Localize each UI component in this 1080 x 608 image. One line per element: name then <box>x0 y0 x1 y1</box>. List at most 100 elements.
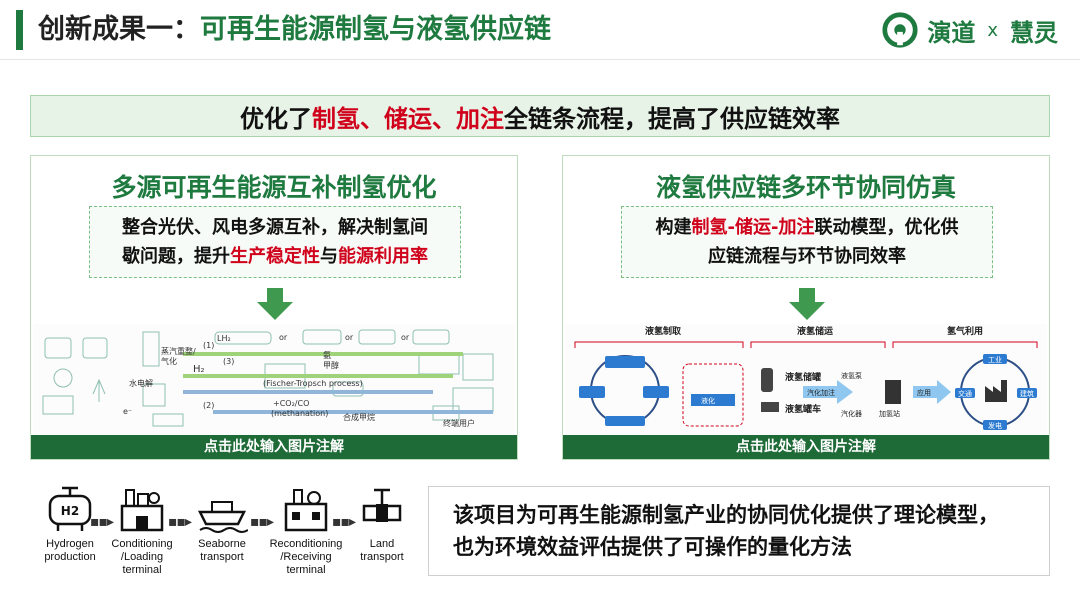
panel-title: 多源可再生能源互补制氢优化 <box>111 173 437 202</box>
down-arrow-icon <box>257 288 293 320</box>
desc-line-2: 歇问题，提升生产稳定性与能源利用率 <box>100 242 450 271</box>
conclusion-box: 该项目为可再生能源制氢产业的协同优化提供了理论模型， 也为环境效益评估提供了可操… <box>428 486 1050 576</box>
figure-label-n3: (3) <box>223 357 234 366</box>
logo-text-right: 慧灵 <box>1010 18 1058 47</box>
banner-highlight-refueling: 加注 <box>456 104 504 133</box>
supply-chain-diagram: 液氢制取 液氢储运 氢气利用 <box>574 325 1038 430</box>
desc-line-2: 应链流程与环节协同效率 <box>708 246 906 267</box>
supply-chain-figure: 液氢制取 液氢储运 氢气利用 <box>565 324 1047 436</box>
figure-label-tank: 液氢储罐 <box>785 371 821 383</box>
figure-caption[interactable]: 点击此处输入图片注解 <box>563 435 1049 459</box>
figure-label-users: 终端用户 <box>443 418 475 428</box>
hydrogen-pathway-figure: 蒸汽重整/ 气化 水电解 H₂ LH₂ or or or 氨 甲醇 (Fisch… <box>33 324 515 436</box>
valve-icon <box>362 488 402 522</box>
conclusion-line-1: 该项目为可再生能源制氢产业的协同优化提供了理论模型， <box>453 503 999 527</box>
figure-label-methanol: 甲醇 <box>323 360 339 370</box>
flow-arrow-icon: ▪▪▸ <box>250 514 274 530</box>
h2-label: H2 <box>61 504 79 518</box>
figure-label-ammonia: 氨 <box>323 350 331 360</box>
desc-highlight-stability: 生产稳定性 <box>230 246 320 267</box>
figure-label-station: 加氢站 <box>879 409 900 418</box>
figure-label-steam: 蒸汽重整/ <box>161 346 196 356</box>
figure-label-liquefy: 液化 <box>701 396 715 405</box>
factory-icon <box>120 489 164 532</box>
figure-label-n1: (1) <box>203 341 214 350</box>
desc-text-and: 与 <box>320 246 338 267</box>
desc-highlight-utilization: 能源利用率 <box>338 246 428 267</box>
ship-icon <box>197 501 248 533</box>
header-accent-bar <box>16 10 23 50</box>
header: 创新成果一：可再生能源制氢与液氢供应链 演道 x 慧灵 <box>0 0 1080 60</box>
figure-label-truck: 液氢罐车 <box>785 403 821 415</box>
panel-description: 构建制氢-储运-加注联动模型，优化供 应链流程与环节协同效率 <box>621 206 993 278</box>
figure-label-pump: 液氢泵 <box>841 371 862 380</box>
figure-label-lh2: LH₂ <box>217 334 231 343</box>
desc-text-2: 联动模型，优化供 <box>814 217 959 238</box>
logo-separator: x <box>987 19 998 41</box>
flow-arrow-icon: ▪▪▸ <box>332 514 356 530</box>
banner-highlight-production: 制氢、 <box>312 104 384 133</box>
figure-section-storage: 液氢储运 <box>797 325 834 337</box>
panel-liquid-hydrogen-supply-chain: 液氢供应链多环节协同仿真 构建制氢-储运-加注联动模型，优化供 应链流程与环节协… <box>562 155 1050 460</box>
figure-label-fischer: (Fischer-Tropsch process) <box>263 379 363 388</box>
desc-text: 构建 <box>655 217 692 238</box>
figure-label-electrolysis: 水电解 <box>129 378 153 388</box>
figure-section-production: 液氢制取 <box>645 325 682 337</box>
summary-banner: 优化了制氢、储运、加注全链条流程，提高了供应链效率 <box>30 95 1050 137</box>
hydrogen-tank-icon: H2 <box>48 486 92 531</box>
flow-arrow-icon: ▪▪▸ <box>90 514 114 530</box>
title-prefix: 创新成果一： <box>38 14 200 45</box>
banner-part1: 优化了 <box>240 104 312 133</box>
figure-label-gasify: 气化 <box>161 356 177 366</box>
brand-logo-icon <box>882 12 918 48</box>
terminal-icon <box>284 489 328 532</box>
figure-label-evap: 汽化加注 <box>807 388 835 397</box>
logo-text-left: 演道 <box>927 18 976 47</box>
down-arrow-icon <box>789 288 825 320</box>
title-main: 可再生能源制氢与液氢供应链 <box>200 14 551 45</box>
desc-highlight-chain: 制氢-储运-加注 <box>691 217 815 238</box>
figure-label-co2: +CO₂/CO <box>273 399 309 408</box>
figure-label-apply: 应用 <box>917 388 931 397</box>
figure-caption[interactable]: 点击此处输入图片注解 <box>31 435 517 459</box>
figure-label-or-2: or <box>345 333 354 342</box>
figure-label-electron: e⁻ <box>123 407 132 416</box>
flow-arrow-icon: ▪▪▸ <box>168 514 192 530</box>
desc-line-1: 整合光伏、风电多源互补，解决制氢间 <box>122 217 428 238</box>
figure-label-n2: (2) <box>203 401 214 410</box>
figure-label-transport: 交通 <box>958 389 972 398</box>
brand-logo: 演道 x 慧灵 <box>881 10 1058 50</box>
figure-label-building: 建筑 <box>1020 389 1034 398</box>
banner-text: 优化了制氢、储运、加注全链条流程，提高了供应链效率 <box>240 99 840 134</box>
figure-label-h2: H₂ <box>193 364 205 375</box>
desc-line-1: 构建制氢-储运-加注联动模型，优化供 <box>632 213 982 242</box>
page-title: 创新成果一：可再生能源制氢与液氢供应链 <box>38 10 551 50</box>
figure-section-utilization: 氢气利用 <box>947 325 983 337</box>
panel-title: 液氢供应链多环节协同仿真 <box>655 173 956 202</box>
banner-part2: 全链条流程，提高了供应链效率 <box>504 104 840 133</box>
hydrogen-pathway-diagram: 蒸汽重整/ 气化 水电解 H₂ LH₂ or or or 氨 甲醇 (Fisch… <box>42 329 494 428</box>
figure-label-vaporizer: 汽化器 <box>841 409 862 418</box>
figure-label-or-3: or <box>401 333 410 342</box>
figure-label-industry: 工业 <box>988 355 1002 364</box>
figure-label-or-1: or <box>279 333 288 342</box>
panel-multi-source-hydrogen: 多源可再生能源互补制氢优化 整合光伏、风电多源互补，解决制氢间 歇问题，提升生产… <box>30 155 518 460</box>
conclusion-line-2: 也为环境效益评估提供了可操作的量化方法 <box>453 535 852 559</box>
panel-description: 整合光伏、风电多源互补，解决制氢间 歇问题，提升生产稳定性与能源利用率 <box>89 206 461 278</box>
figure-label-power: 发电 <box>988 421 1002 430</box>
desc-text: 歇问题，提升 <box>122 246 230 267</box>
figure-label-synth: 合成甲烷 <box>343 412 375 422</box>
banner-highlight-storage: 储运、 <box>384 104 456 133</box>
